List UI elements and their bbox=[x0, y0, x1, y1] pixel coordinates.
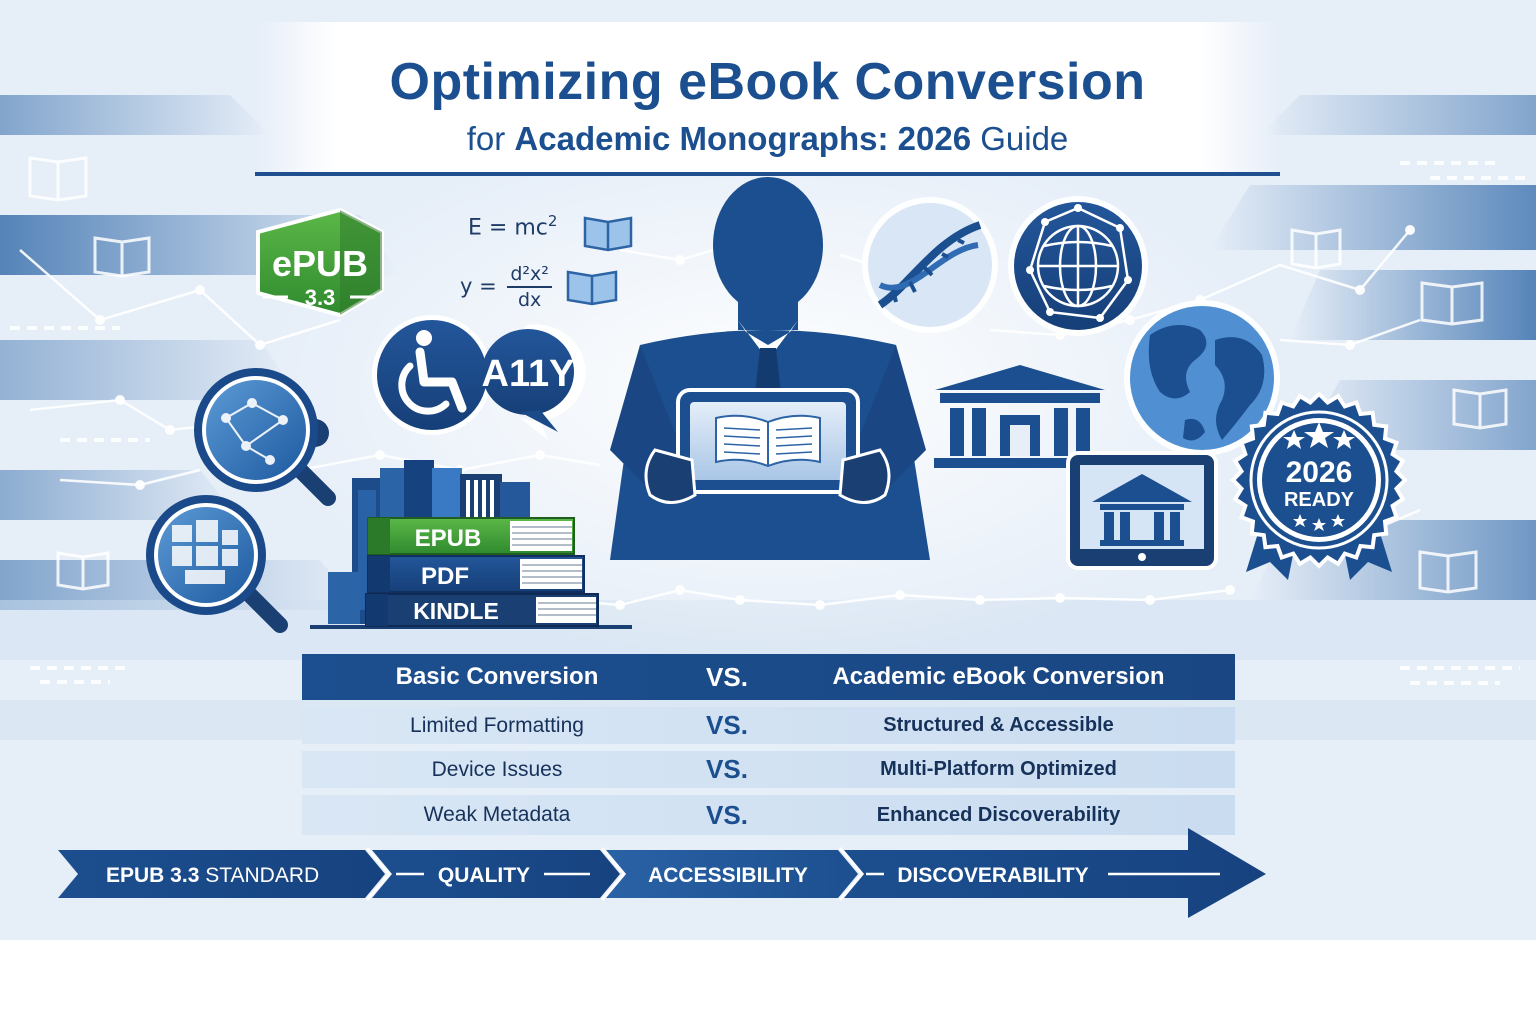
equation-energy-exponent: 2 bbox=[547, 212, 558, 230]
comparison-row-right: Multi-Platform Optimized bbox=[880, 758, 1117, 780]
pipeline-step-2-label: QUALITY bbox=[438, 864, 530, 887]
comparison-row-left: Limited Formatting bbox=[410, 713, 584, 737]
page-subtitle: for Academic Monographs: 2026 Guide bbox=[255, 120, 1280, 158]
epub-badge: ePUB 3.3 bbox=[256, 207, 384, 318]
pipeline-step-3-label: ACCESSIBILITY bbox=[648, 864, 808, 887]
pipeline-arrow: EPUB 3.3 STANDARD QUALITY ACCESSIBILITY … bbox=[58, 828, 1266, 918]
comparison-row: Limited Formatting VS. Structured & Acce… bbox=[302, 707, 1235, 744]
book-label-kindle: KINDLE bbox=[413, 598, 499, 624]
pipeline-step-4-label: DISCOVERABILITY bbox=[897, 864, 1088, 887]
comparison-row-vs: VS. bbox=[706, 799, 748, 830]
comparison-header-vs: VS. bbox=[706, 661, 748, 692]
comparison-row-vs: VS. bbox=[706, 754, 748, 784]
earth-icon bbox=[1124, 300, 1280, 456]
infographic-scene: Optimizing eBook Conversion for Academic… bbox=[0, 0, 1536, 940]
pipeline-step-2 bbox=[372, 850, 620, 898]
equation-derivative-lhs: y = bbox=[460, 274, 504, 298]
tablet-icon bbox=[1066, 451, 1218, 570]
magnifier-icon bbox=[194, 368, 336, 506]
epub-badge-version: 3.3 bbox=[305, 285, 336, 310]
book-icon bbox=[28, 156, 1508, 594]
subtitle-bold: Academic Monographs: 2026 bbox=[514, 120, 972, 157]
speech-bubble-icon: A11Y bbox=[482, 324, 586, 440]
comparison-row: Weak Metadata VS. Enhanced Discoverabili… bbox=[302, 795, 1235, 835]
pipeline-step-1 bbox=[58, 850, 385, 898]
wheelchair-icon bbox=[372, 315, 492, 435]
pipeline-step-1-rest: STANDARD bbox=[199, 864, 319, 887]
equation-numerator: d²x² bbox=[507, 262, 552, 288]
person-silhouette bbox=[610, 177, 930, 560]
subtitle-prefix: for bbox=[466, 120, 515, 157]
page-title: Optimizing eBook Conversion bbox=[389, 53, 1146, 111]
pipeline-step-4 bbox=[844, 828, 1266, 918]
comparison-row-vs: VS. bbox=[706, 710, 748, 740]
a11y-label: A11Y bbox=[482, 353, 575, 395]
tablet-icon bbox=[676, 388, 860, 494]
comparison-row-right: Enhanced Discoverability bbox=[876, 803, 1121, 826]
comparison-header-left: Basic Conversion bbox=[395, 663, 599, 690]
comparison-header-right: Academic eBook Conversion bbox=[832, 663, 1165, 690]
pipeline-step-1-label: EPUB 3.3 STANDARD bbox=[106, 864, 319, 887]
book-label-epub: EPUB bbox=[415, 525, 482, 552]
ready-badge-label: READY bbox=[1284, 489, 1355, 511]
comparison-row-left: Device Issues bbox=[431, 757, 563, 781]
comparison-row-left: Weak Metadata bbox=[423, 803, 571, 826]
comparison-row-right: Structured & Accessible bbox=[883, 714, 1114, 736]
library-icon bbox=[934, 365, 1106, 468]
comparison-row: Device Issues VS. Multi-Platform Optimiz… bbox=[302, 751, 1235, 788]
comparison-table: Basic Conversion VS. Academic eBook Conv… bbox=[302, 654, 1235, 835]
pipeline-step-3 bbox=[606, 850, 858, 898]
book-stack: EPUB PDF KINDLE bbox=[310, 460, 632, 629]
magnifier-icon bbox=[146, 495, 288, 633]
dna-icon bbox=[862, 197, 998, 333]
equation-energy-lhs: E = mc bbox=[468, 215, 548, 241]
award-ribbon-icon: 2026 READY bbox=[1230, 391, 1408, 580]
title-banner: Optimizing eBook Conversion for Academic… bbox=[255, 22, 1280, 176]
book-icon bbox=[566, 216, 633, 306]
epub-badge-title: ePUB bbox=[272, 243, 368, 284]
ready-badge-year: 2026 bbox=[1286, 456, 1353, 489]
comparison-header: Basic Conversion VS. Academic eBook Conv… bbox=[302, 654, 1235, 700]
subtitle-suffix: Guide bbox=[971, 120, 1069, 157]
illustration-layer: ePUB 3.3 A11Y bbox=[146, 177, 1408, 633]
pipeline-step-1-bold: EPUB 3.3 bbox=[106, 864, 199, 887]
equation-energy: E = mc2 bbox=[468, 212, 557, 240]
globe-icon bbox=[1008, 196, 1148, 336]
equation-denominator: dx bbox=[517, 289, 542, 311]
book-label-pdf: PDF bbox=[421, 563, 469, 590]
